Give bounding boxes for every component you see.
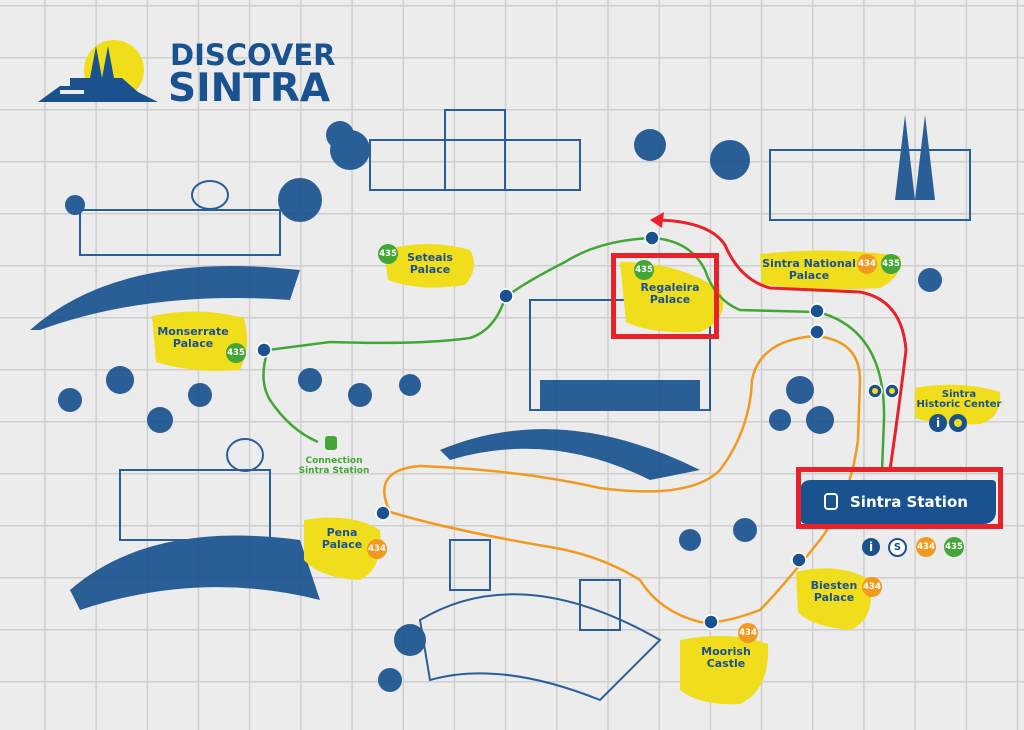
- logo-text-sintra: SINTRA: [168, 66, 331, 111]
- sintra-station-label: Sintra Station: [850, 493, 968, 511]
- logo-emblem: [38, 40, 158, 102]
- label-line: Pena: [326, 526, 358, 539]
- label-line: Palace: [649, 293, 691, 306]
- label-line: Sintra: [941, 389, 977, 400]
- route-badge-434: 434: [738, 623, 758, 643]
- route-badge-435: 435: [881, 254, 901, 274]
- sintra-station-button[interactable]: Sintra Station: [800, 480, 996, 524]
- info-icon: i: [862, 538, 880, 556]
- label-line: Connection: [305, 456, 363, 466]
- train-icon: S: [888, 538, 907, 557]
- route-badge-434: 434: [916, 537, 936, 557]
- label-line: Biesten: [810, 579, 858, 592]
- route-badge-435: 435: [634, 260, 654, 280]
- arrowhead: [650, 212, 664, 228]
- route-badge-434: 434: [367, 539, 387, 559]
- route-434-orange: [383, 334, 862, 624]
- bus-icon: [824, 493, 838, 510]
- label-line: Palace: [813, 591, 855, 604]
- route-badge-434: 434: [857, 254, 877, 274]
- illustrations: [30, 109, 971, 702]
- label-line: Castle: [706, 657, 746, 670]
- label-line: Palace: [172, 337, 214, 350]
- route-badge-435: 435: [226, 343, 246, 363]
- info-icon: i: [929, 414, 947, 432]
- highlight-box-sintra-station: [796, 467, 1003, 529]
- label-line: Historic Center: [916, 399, 1002, 410]
- label-line: Palace: [788, 269, 830, 282]
- route-badge-435: 435: [944, 537, 964, 557]
- label-line: Monserrate: [157, 325, 229, 338]
- label-line: Palace: [409, 263, 451, 276]
- annotation-arrow: [659, 218, 908, 471]
- label-line: Sintra National: [762, 257, 856, 270]
- label-line: Seteais: [407, 251, 453, 264]
- label-line: Regaleira: [640, 281, 700, 294]
- route-435-green: [262, 236, 886, 471]
- route-badge-435: 435: [378, 244, 398, 264]
- highlight-box-regaleira: [611, 253, 719, 339]
- label-highlights: [152, 244, 1001, 705]
- label-line: Moorish: [701, 645, 751, 658]
- label-line: Palace: [321, 538, 363, 551]
- label-line: Sintra Station: [298, 466, 370, 476]
- bus-stop-icon: [949, 414, 967, 432]
- route-badge-434: 434: [862, 577, 882, 597]
- logo-text-discover: DISCOVER: [170, 38, 336, 72]
- bus-icon: [325, 436, 337, 450]
